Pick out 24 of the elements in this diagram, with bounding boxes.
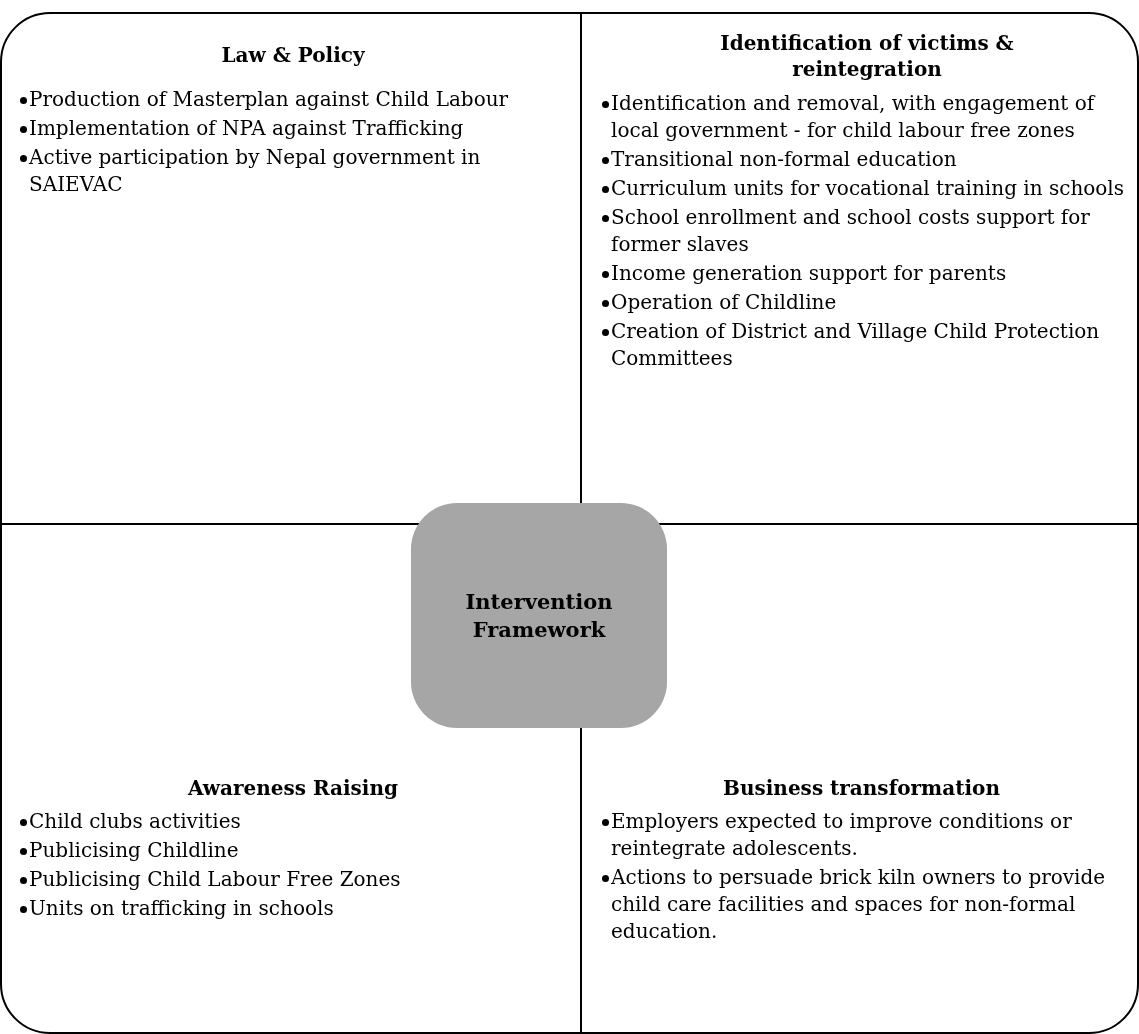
quadrant-panel: [0, 12, 582, 525]
bullet-item: Units on trafficking in schools: [29, 895, 335, 922]
bullet-item: Operation of Childline: [611, 289, 838, 316]
quadrant-heading: Law & Policy: [220, 42, 366, 68]
bullet-item: Creation of District and Village Child Protection Committees: [611, 318, 1101, 372]
bullet-item: Publicising Child Labour Free Zones: [29, 866, 402, 893]
bullet-item: Child clubs activities: [29, 808, 242, 835]
quadrant-panel: [580, 12, 1139, 525]
center-label: Intervention Framework: [464, 587, 614, 644]
bullet-item: Production of Masterplan against Child Labour: [29, 86, 510, 113]
bullet-item: Active participation by Nepal government in SAIEVAC: [29, 144, 482, 198]
bullet-item: Identification and removal, with engagement of local government - for child labour free zones: [611, 90, 1097, 144]
quadrant-heading: Identification of victims & reintegration: [719, 30, 1015, 82]
bullet-item: Actions to persuade brick kiln owners to provide child care facilities and spaces for non-formal education.: [611, 864, 1107, 945]
bullet-item: Implementation of NPA against Trafficking: [29, 115, 465, 142]
bullet-item: Publicising Childline: [29, 837, 240, 864]
bullet-item: Transitional non-formal education: [611, 146, 958, 173]
bullet-item: Employers expected to improve conditions or reintegrate adolescents.: [611, 808, 1073, 862]
bullet-item: Curriculum units for vocational training in schools: [611, 175, 1126, 202]
bullet-item: School enrollment and school costs support for former slaves: [611, 204, 1091, 258]
bullet-item: Income generation support for parents: [611, 260, 1008, 287]
quadrant-heading: Business transformation: [722, 775, 1001, 801]
quadrant-heading: Awareness Raising: [186, 775, 399, 801]
center-box: [411, 503, 667, 728]
